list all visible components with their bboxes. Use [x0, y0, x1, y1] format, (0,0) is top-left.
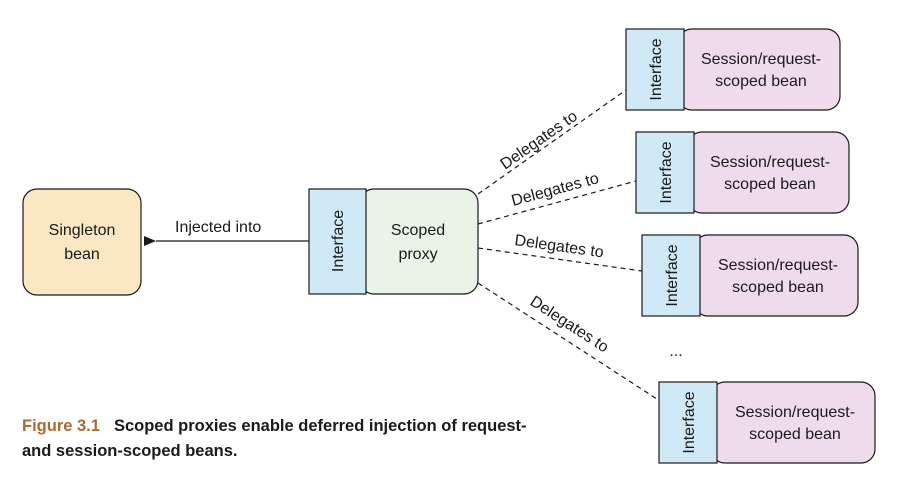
singleton-bean-node: Singleton bean — [22, 188, 142, 296]
bean-1-line2: scoped bean — [715, 73, 807, 90]
bean-4-line2: scoped bean — [749, 426, 841, 443]
bean-1-line1: Session/request- — [701, 51, 821, 68]
injected-into-edge: Injected into — [144, 219, 309, 246]
scoped-proxy-node: Interface Scoped proxy — [308, 188, 479, 295]
bean-1-interface-label: Interface — [648, 38, 665, 100]
scoped-bean-node-2: Interface Session/request- scoped bean — [635, 131, 850, 214]
bean-3-line2: scoped bean — [732, 279, 824, 296]
scoped-bean-node-3: Interface Session/request- scoped bean — [641, 234, 859, 317]
delegates-label-4: Delegates to — [527, 293, 612, 356]
delegates-edge-2: Delegates to — [477, 170, 637, 225]
bean-2-line1: Session/request- — [710, 154, 830, 171]
delegates-label-3: Delegates to — [513, 232, 604, 261]
bean-4-line1: Session/request- — [735, 404, 855, 421]
bean-4-interface-label: Interface — [681, 391, 698, 453]
bean-3-line1: Session/request- — [718, 257, 838, 274]
delegates-edge-1: Delegates to — [477, 89, 627, 195]
delegates-edge-4: Delegates to — [477, 282, 661, 402]
proxy-line2: proxy — [398, 246, 437, 263]
injected-into-label: Injected into — [175, 219, 261, 236]
proxy-line1: Scoped — [391, 222, 445, 239]
bean-2-interface-label: Interface — [658, 141, 675, 203]
more-beans-ellipsis: ... — [669, 343, 682, 360]
singleton-line1: Singleton — [49, 222, 116, 239]
delegates-edge-3: Delegates to — [477, 232, 643, 272]
scoped-bean-node-4: Interface Session/request- scoped bean — [658, 381, 876, 464]
bean-3-interface-label: Interface — [664, 244, 681, 306]
figure-caption-text: Scoped proxies enable deferred injection… — [22, 417, 527, 460]
delegates-label-2: Delegates to — [510, 170, 601, 210]
singleton-line2: bean — [64, 246, 100, 263]
scoped-bean-node-1: Interface Session/request- scoped bean — [625, 28, 841, 111]
proxy-interface-label: Interface — [330, 210, 347, 272]
delegates-label-1: Delegates to — [498, 108, 581, 174]
bean-2-line2: scoped bean — [724, 176, 816, 193]
figure-label: Figure 3.1 — [22, 417, 100, 435]
